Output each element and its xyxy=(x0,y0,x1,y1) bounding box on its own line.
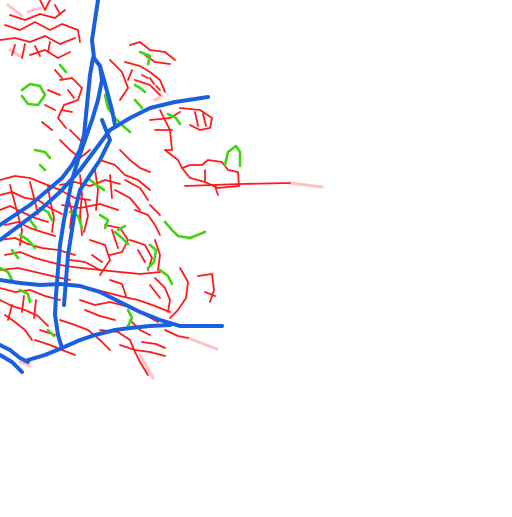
highway-south-curve xyxy=(0,343,30,374)
road-end-west xyxy=(8,48,22,58)
road-end-bottom-left xyxy=(18,360,32,368)
highway-parallel xyxy=(0,56,95,227)
road-east-spur xyxy=(184,182,291,187)
road-northeast xyxy=(159,109,173,151)
minor-roads-layer xyxy=(0,0,291,376)
road-east-loop xyxy=(181,159,240,189)
road-ends-layer xyxy=(6,3,324,380)
trails-layer xyxy=(0,50,242,338)
road-end-east xyxy=(288,181,324,189)
road-end-south xyxy=(138,353,155,380)
highway-northeast xyxy=(0,95,210,242)
highways-layer xyxy=(0,0,224,374)
road-end-northwest xyxy=(6,3,42,18)
highway-southeast xyxy=(0,278,224,328)
road-end-north xyxy=(153,94,164,102)
trail-east-hook xyxy=(223,144,242,168)
highway-secondary xyxy=(62,118,112,307)
highway-southwest xyxy=(26,323,172,362)
road-end-southeast xyxy=(186,336,219,351)
trail-curve-southeast xyxy=(163,220,207,240)
